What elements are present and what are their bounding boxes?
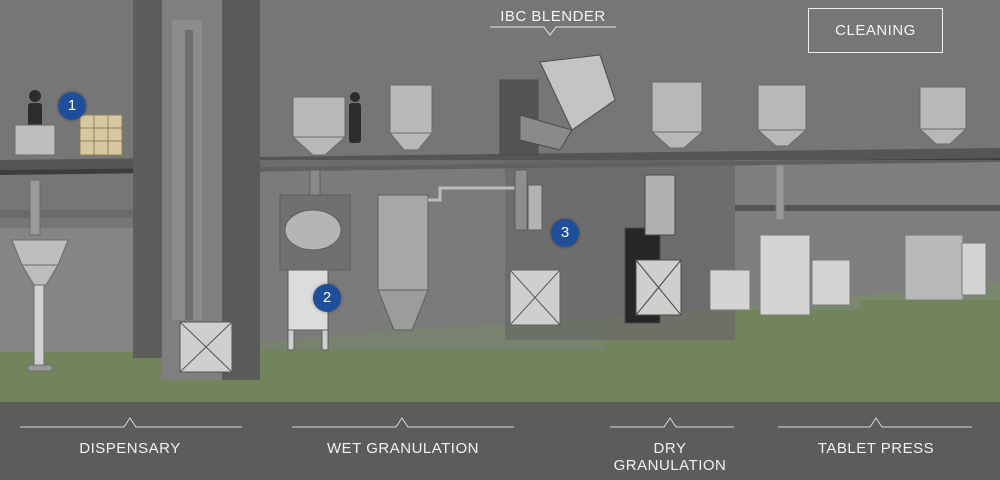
ibc-blender-label: IBC BLENDER bbox=[490, 8, 616, 37]
dry-granulation-equipment bbox=[624, 174, 682, 324]
cleaning-button[interactable]: CLEANING bbox=[808, 8, 943, 53]
section-bar: DISPENSARY WET GRANULATION DRY GRANULATI… bbox=[0, 402, 1000, 480]
step-marker-3[interactable]: 3 bbox=[551, 219, 579, 247]
mill-unit bbox=[509, 169, 561, 326]
wall-left-1 bbox=[133, 0, 163, 358]
section-tablet-press[interactable]: TABLET PRESS bbox=[817, 440, 935, 457]
step-marker-2[interactable]: 2 bbox=[313, 284, 341, 312]
plant-illustration bbox=[0, 0, 1000, 402]
ibc-blender-pointer bbox=[490, 26, 616, 36]
ibc-bin-upper bbox=[291, 81, 968, 156]
section-dry-granulation-line1: DRY bbox=[653, 440, 687, 457]
pallet-boxes bbox=[79, 114, 123, 156]
tablet-press-equipment bbox=[709, 164, 987, 316]
ibc-blender-text: IBC BLENDER bbox=[500, 8, 606, 25]
section-dry-granulation-line2: GRANULATION bbox=[613, 457, 727, 474]
section-dry-granulation[interactable]: DRY GRANULATION bbox=[600, 440, 740, 474]
wet-granulation-equipment bbox=[279, 169, 522, 351]
section-dispensary[interactable]: DISPENSARY bbox=[79, 440, 181, 457]
section-dividers bbox=[20, 417, 972, 428]
step-marker-1[interactable]: 1 bbox=[58, 92, 86, 120]
ibc-blender bbox=[499, 54, 616, 156]
lift-bin bbox=[179, 321, 233, 373]
section-wet-granulation[interactable]: WET GRANULATION bbox=[327, 440, 479, 457]
dispensary-equipment bbox=[11, 124, 69, 372]
